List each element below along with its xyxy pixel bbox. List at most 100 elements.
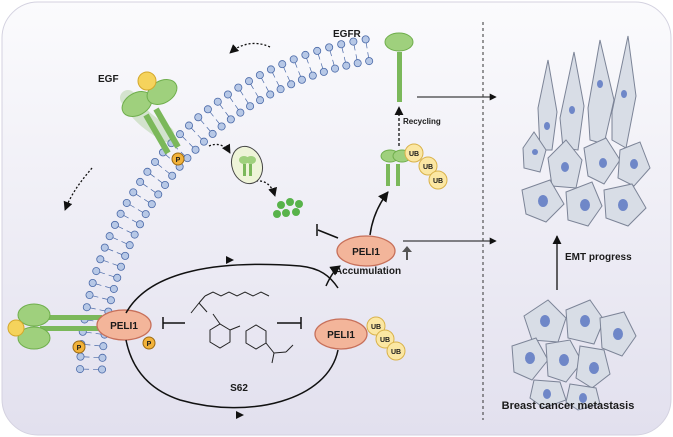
lipid-head	[154, 190, 163, 199]
lipid-head	[349, 37, 358, 46]
peli1-left: PELI1 P	[96, 309, 156, 350]
lipid-head	[129, 188, 138, 197]
lipid-head	[125, 241, 134, 250]
lipid-head	[96, 255, 105, 264]
lipid-head	[266, 65, 275, 74]
egf-egfr-complex-bottom: P	[7, 303, 102, 354]
svg-text:PELI1: PELI1	[352, 247, 380, 258]
lipid-head	[161, 180, 170, 189]
lipid-head	[203, 105, 212, 114]
svg-text:PELI1: PELI1	[327, 330, 355, 341]
lipid-head	[301, 50, 310, 59]
lipid-head	[136, 220, 145, 229]
svg-text:UB: UB	[409, 151, 419, 158]
lipid-head	[213, 97, 222, 106]
lipid-head	[106, 296, 115, 305]
lipid-head	[278, 60, 287, 69]
svg-text:P: P	[77, 345, 82, 352]
lipid-head	[184, 121, 193, 130]
egfr-surface	[384, 32, 414, 102]
lipid-head	[183, 154, 192, 163]
svg-text:UB: UB	[433, 178, 443, 185]
svg-text:UB: UB	[371, 324, 381, 331]
lipid-head	[92, 267, 101, 276]
egfr-label: EGFR	[333, 29, 362, 40]
lipid-head	[113, 273, 122, 282]
lipid-head	[168, 171, 177, 180]
peli1-right-ubiquitinated: PELI1 UB UB UB	[314, 316, 406, 361]
lipid-head	[88, 278, 97, 287]
lipid-head	[244, 77, 253, 86]
dotted-arrow-left	[63, 167, 93, 211]
phospho-badge-left	[72, 340, 86, 354]
lipid-head	[143, 167, 152, 176]
lipid-head	[297, 75, 306, 84]
lipid-head	[109, 284, 118, 293]
lipid-head	[100, 243, 109, 252]
lipid-head	[256, 96, 265, 105]
lipid-head	[276, 85, 285, 94]
lipid-head	[234, 83, 243, 92]
endocytic-vesicle	[230, 145, 264, 185]
s62-structure	[190, 291, 294, 364]
lipid-head	[98, 365, 107, 374]
lipid-head	[266, 90, 275, 99]
dotted-arrow-degradation	[255, 180, 278, 197]
dotted-arrow-to-vesicle	[208, 143, 231, 154]
lipid-head	[116, 262, 125, 271]
lipid-head	[191, 145, 200, 154]
lipid-head	[289, 55, 298, 64]
svg-text:PELI1: PELI1	[110, 321, 138, 332]
lipid-head	[176, 130, 185, 139]
lipid-head	[110, 220, 119, 229]
lipid-head	[208, 129, 217, 138]
lipid-head	[76, 352, 85, 361]
lipid-head	[217, 122, 226, 131]
lipid-head	[116, 209, 125, 218]
lipid-head	[353, 59, 362, 68]
s62-label: S62	[230, 383, 248, 394]
lipid-head	[147, 200, 156, 209]
phospho-badge-top	[171, 152, 185, 166]
lipid-head	[246, 102, 255, 111]
lipid-head	[325, 43, 334, 52]
metastasis-label: Breast cancer metastasis	[502, 400, 635, 412]
lipid-head	[319, 67, 328, 76]
lipid-head	[99, 342, 108, 351]
lipid-head	[151, 157, 160, 166]
lipid-head	[287, 80, 296, 89]
lipid-head	[226, 115, 235, 124]
lipid-head	[141, 210, 150, 219]
degradation-fragments	[273, 198, 303, 218]
lipid-head	[122, 198, 131, 207]
lipid-head	[342, 61, 351, 70]
egf-egfr-complex-top: P	[120, 71, 185, 166]
lipid-head	[98, 353, 107, 362]
peli1-center: PELI1	[336, 235, 412, 267]
emt-label: EMT progress	[565, 252, 632, 263]
lipid-head	[313, 46, 322, 55]
ubiquitinated-egfr: UB UB UB	[380, 143, 448, 190]
egf-label: EGF	[98, 74, 119, 85]
lipid-head	[331, 64, 340, 73]
lipid-head	[236, 108, 245, 117]
svg-text:UB: UB	[380, 337, 390, 344]
svg-text:UB: UB	[423, 164, 433, 171]
lipid-head	[255, 71, 264, 80]
lipid-head	[223, 90, 232, 99]
lipid-head	[82, 303, 91, 312]
lipid-head	[337, 40, 346, 49]
lipid-head	[136, 177, 145, 186]
lipid-head	[105, 232, 114, 241]
lipid-head	[199, 137, 208, 146]
lipid-head	[361, 35, 370, 44]
lipid-head	[194, 113, 203, 122]
lipid-head	[76, 365, 85, 374]
egf-ligand	[137, 71, 157, 91]
lipid-head	[365, 57, 374, 66]
accumulation-label: Accumulation	[335, 266, 401, 277]
lipid-head	[308, 71, 317, 80]
